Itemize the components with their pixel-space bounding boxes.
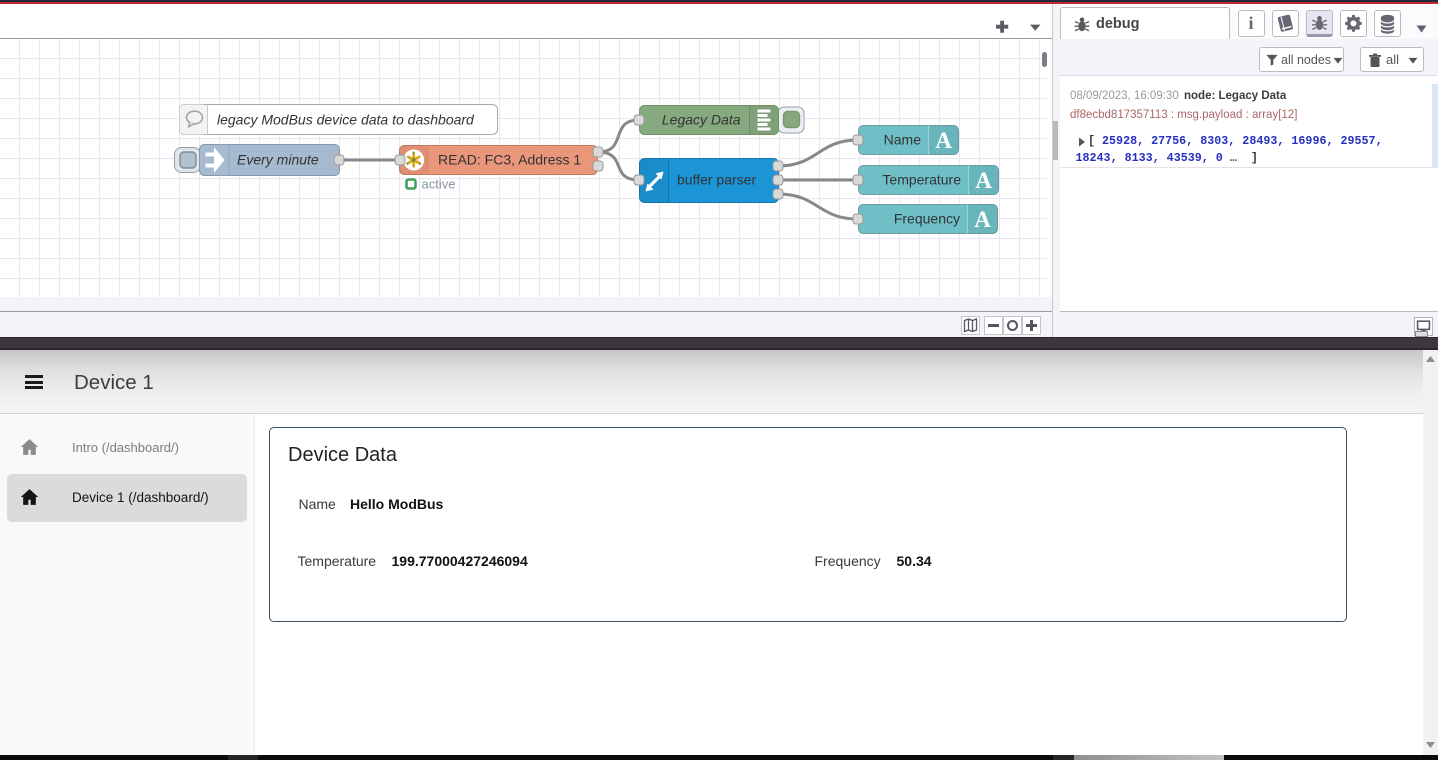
svg-text:Legacy Data: Legacy Data: [662, 112, 741, 128]
svg-text:active: active: [422, 177, 456, 192]
svg-text:legacy ModBus device data to d: legacy ModBus device data to dashboard: [217, 112, 475, 128]
svg-text:A: A: [935, 128, 952, 153]
svg-text:READ: FC3, Address 1: READ: FC3, Address 1: [438, 152, 581, 168]
svg-text:Every minute: Every minute: [237, 152, 319, 168]
svg-text:buffer parser: buffer parser: [677, 172, 756, 188]
svg-text:Name: Name: [884, 132, 922, 148]
svg-text:Frequency: Frequency: [894, 211, 960, 227]
svg-text:A: A: [974, 207, 991, 232]
svg-text:A: A: [975, 168, 992, 193]
svg-text:Temperature: Temperature: [882, 172, 961, 188]
